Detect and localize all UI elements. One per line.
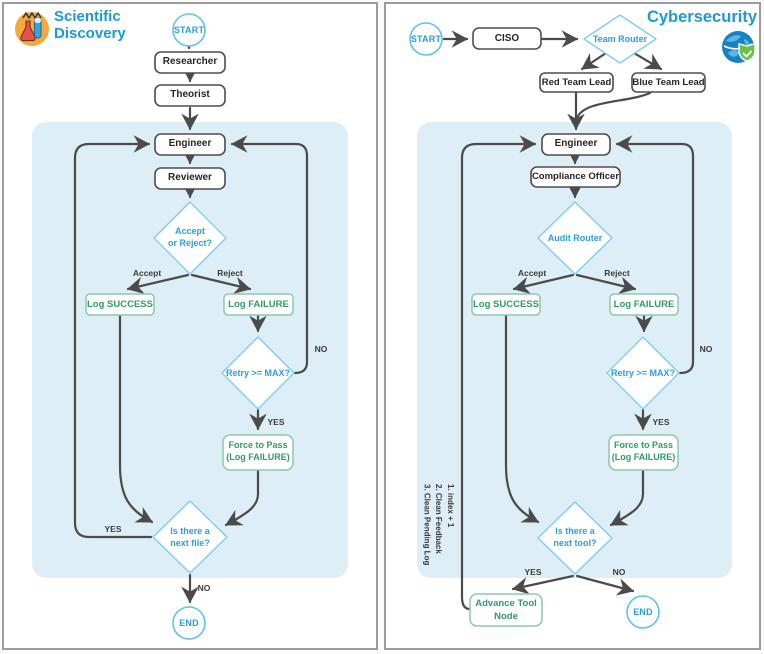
left-accept-edge-label: Accept — [132, 268, 162, 278]
left-log-success-node — [85, 293, 155, 316]
right-next-no-label: NO — [612, 567, 626, 577]
left-force-pass-label: Force to Pass (Log FAILURE) — [226, 440, 290, 462]
right-retry-diamond — [606, 336, 680, 410]
right-team-router-label: Team Router — [592, 34, 648, 44]
left-next-yes-label: YES — [104, 524, 122, 534]
left-retry-label: Retry >= MAX? — [225, 368, 291, 378]
edge-force2-nexttool — [609, 469, 645, 527]
right-start-label: START — [410, 34, 442, 44]
edge-teamrouter-bluelead — [632, 51, 663, 71]
advance-loop-note: 1. index + 1 2. Clean Feedback 3. Clean … — [421, 484, 456, 580]
left-reviewer-node — [154, 167, 226, 190]
left-retry-diamond — [221, 336, 295, 410]
right-retry-yes-label: YES — [652, 417, 670, 427]
right-force-pass-node — [608, 434, 679, 471]
left-retry-yes-label: YES — [267, 417, 285, 427]
right-compliance-officer-node — [530, 166, 621, 188]
right-panel-title: Cybersecurity — [646, 8, 757, 26]
right-red-team-lead-node — [539, 72, 614, 93]
edge-decision-logfailure — [190, 273, 252, 294]
left-start-label: START — [173, 25, 205, 35]
right-blue-team-lead-node — [631, 72, 706, 93]
left-reject-edge-label: Reject — [217, 268, 243, 278]
left-log-failure-node — [223, 293, 294, 316]
right-start-node — [409, 22, 443, 56]
right-team-router-diamond — [583, 14, 657, 64]
edge-retry2-no-loop — [615, 135, 695, 375]
left-end-label: END — [179, 618, 199, 628]
right-ciso-label: CISO — [494, 33, 520, 44]
edge-teamrouter-redlead — [580, 51, 608, 71]
left-reviewer-label: Reviewer — [168, 172, 212, 183]
edge-audit-logsuccess — [512, 273, 575, 295]
science-lab-icon — [13, 9, 51, 52]
right-audit-router-label: Audit Router — [547, 233, 603, 243]
right-retry-label: Retry >= MAX? — [610, 368, 676, 378]
right-accept-edge-label: Accept — [517, 268, 547, 278]
right-log-failure-node — [609, 293, 679, 316]
globe-shield-icon — [720, 29, 758, 72]
edge-nextfile-yes-loop — [73, 135, 153, 539]
left-researcher-label: Researcher — [162, 56, 218, 67]
right-audit-router-diamond — [537, 201, 613, 275]
left-researcher-node — [154, 51, 226, 74]
right-engineer-label: Engineer — [554, 138, 598, 149]
left-start-node — [172, 13, 206, 47]
right-end-label: END — [633, 607, 653, 617]
right-end-node — [626, 595, 660, 629]
right-engineer-node — [541, 133, 611, 156]
right-compliance-officer-label: Compliance Officer — [531, 171, 620, 182]
right-next-tool-diamond — [537, 501, 613, 575]
right-log-success-node — [471, 293, 541, 316]
left-accept-reject-diamond — [153, 201, 227, 275]
left-accept-reject-label: Accept or Reject? — [167, 226, 212, 248]
edge-nexttool-yes-advance — [511, 574, 575, 595]
left-force-pass-node — [222, 434, 294, 471]
right-force-pass-label: Force to Pass (Log FAILURE) — [611, 440, 676, 462]
left-next-file-label: Is there a next file? — [170, 526, 210, 548]
right-reject-edge-label: Reject — [604, 268, 630, 278]
right-advance-tool-label: Advance Tool Node — [475, 598, 537, 622]
left-panel-title: Scientific Discovery — [54, 8, 126, 42]
left-engineer-label: Engineer — [168, 138, 212, 149]
right-next-tool-label: Is there a next tool? — [553, 526, 597, 548]
edge-decision-logsuccess — [126, 273, 190, 295]
left-theorist-node — [154, 84, 226, 107]
left-log-failure-label: Log FAILURE — [228, 299, 289, 310]
left-log-success-label: Log SUCCESS — [87, 299, 153, 310]
edge-retry-no-loop — [230, 135, 309, 375]
edge-advance-loop-engineer — [460, 135, 537, 611]
advance-loop-note-line1: 1. index + 1 — [445, 484, 455, 528]
edge-nexttool-no-end — [575, 574, 635, 596]
left-next-file-diamond — [152, 500, 228, 574]
edge-logsuccess-nextfile — [118, 314, 154, 524]
left-next-no-label: NO — [197, 583, 211, 593]
right-next-yes-label: YES — [524, 567, 542, 577]
right-red-team-lead-label: Red Team Lead — [541, 77, 612, 88]
edge-logsuccess-nexttool — [504, 314, 540, 524]
left-engineer-node — [154, 133, 226, 156]
left-end-node — [172, 606, 206, 640]
right-blue-team-lead-label: Blue Team Lead — [632, 77, 705, 88]
right-log-failure-label: Log FAILURE — [613, 299, 675, 310]
right-log-success-label: Log SUCCESS — [473, 299, 539, 310]
left-theorist-label: Theorist — [170, 89, 210, 100]
advance-loop-note-line2: 2. Clean Feedback — [434, 484, 444, 554]
right-retry-no-label: NO — [699, 344, 713, 354]
left-retry-no-label: NO — [314, 344, 328, 354]
edge-audit-logfailure — [575, 273, 637, 294]
edge-bluelead-merge — [575, 91, 652, 120]
right-advance-tool-node — [469, 593, 543, 627]
edge-force-nextfile — [224, 469, 260, 527]
advance-loop-note-line3: 3. Clean Pending Log — [422, 484, 432, 566]
right-ciso-node — [472, 27, 542, 50]
